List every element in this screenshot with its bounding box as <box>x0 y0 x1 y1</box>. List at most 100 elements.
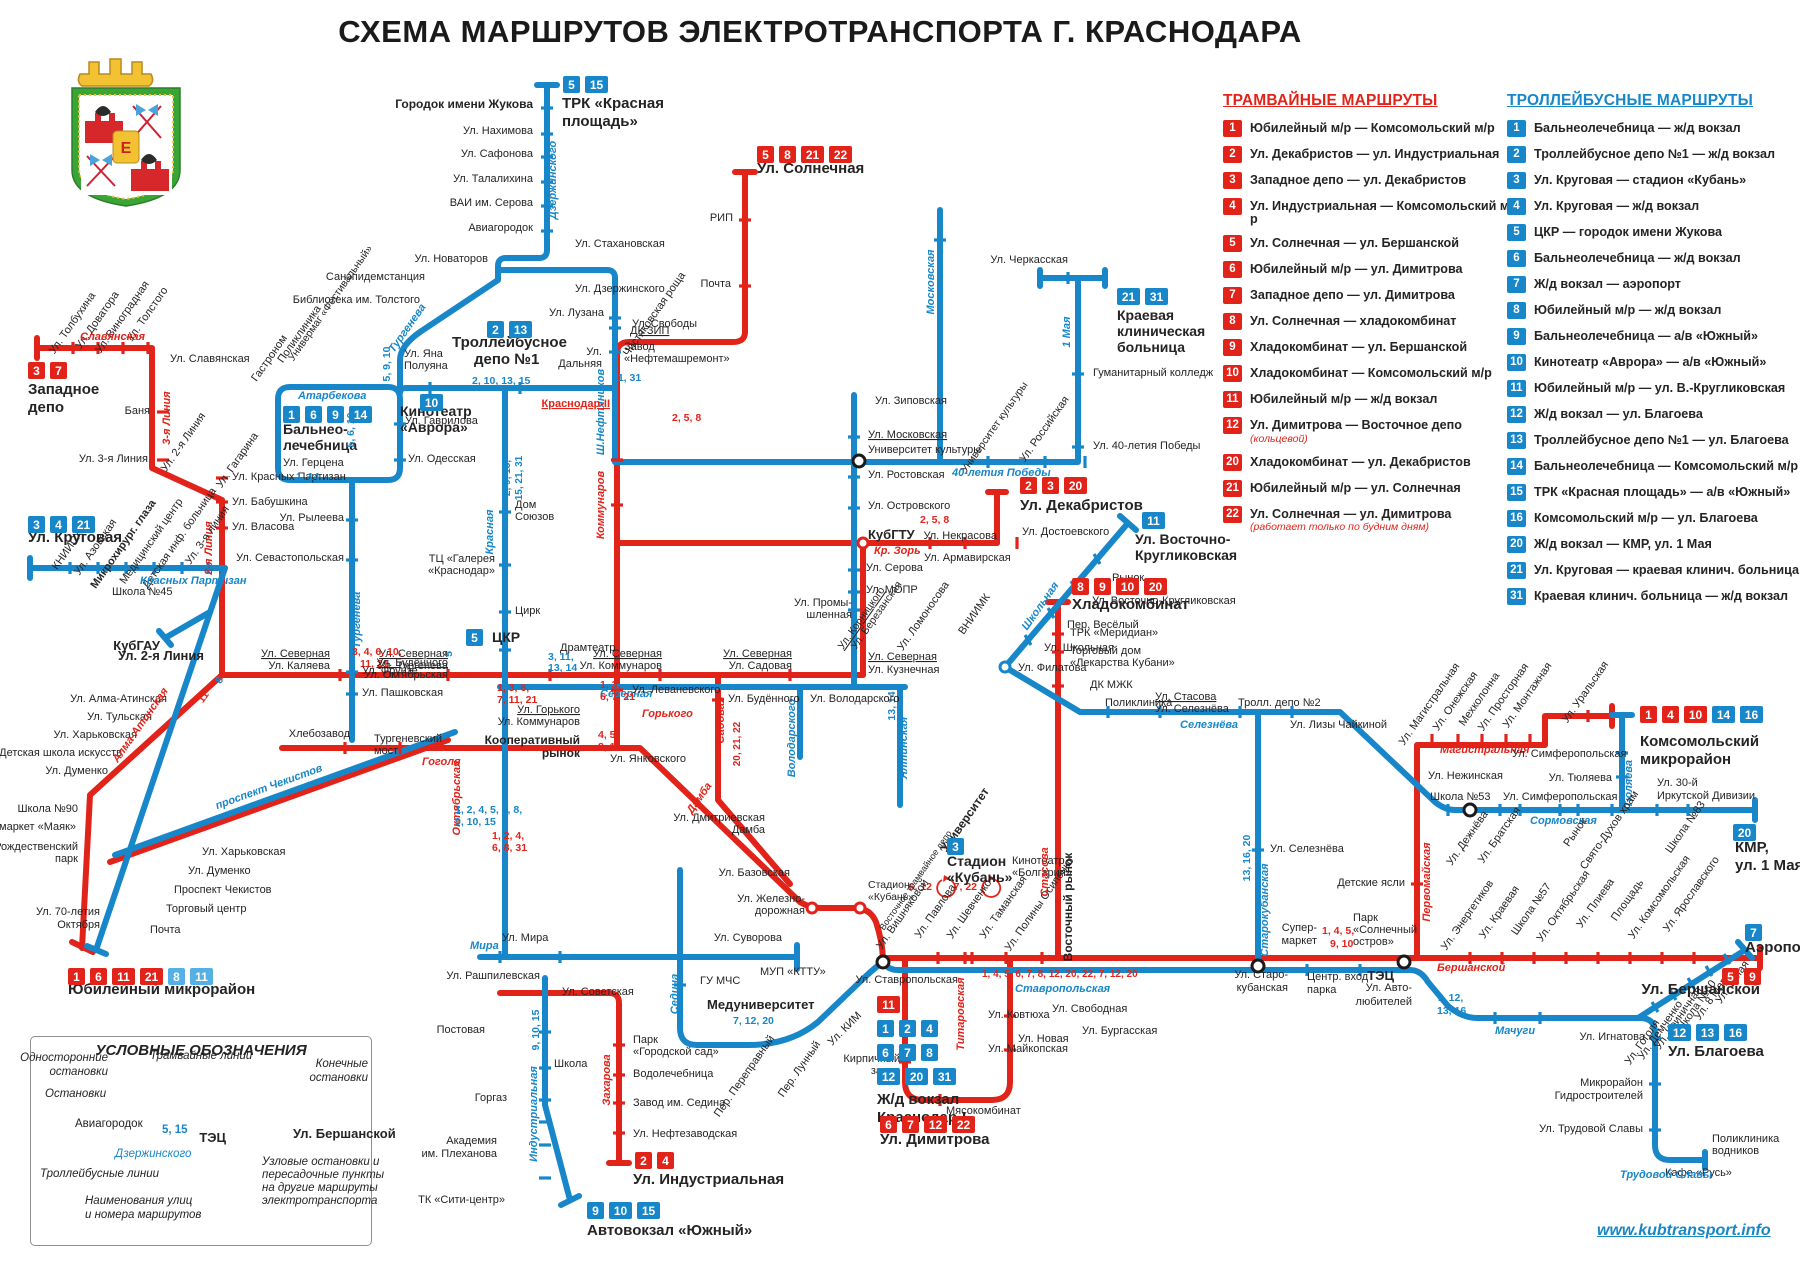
legend-label: электротранспорта <box>262 1195 378 1207</box>
terminal-name-label: 1, 14 <box>296 471 320 483</box>
terminal-name-label: Юбилейный микрорайон <box>68 981 255 998</box>
stop-name-label: Ул. 40-летия Победы <box>1093 440 1201 452</box>
stop-name-label: Ул. Новаторов <box>414 253 488 265</box>
stop-tick <box>1023 634 1033 646</box>
route-description: Юбилейный м/р — ж/д вокзал <box>1534 303 1722 317</box>
terminal-name-label: 9, 10, 15 <box>455 816 496 828</box>
route-number-badge: 12 <box>1223 417 1242 435</box>
stop-name-label: Ул. Янковского <box>610 753 686 765</box>
stop-tick <box>1668 989 1678 1001</box>
terminal-name-label: 1, 2, 4, 5, 6, 8, <box>455 804 522 816</box>
website-link[interactable]: www.kubtransport.info <box>1597 1222 1771 1239</box>
terminal-name-label: депо №1 <box>474 351 539 368</box>
route-badge <box>1722 968 1739 985</box>
route-badge-number: 20 <box>1149 580 1163 594</box>
route-badge <box>947 838 964 855</box>
tram-line-chekistov <box>107 737 451 865</box>
stop-name-label: «Кубань» <box>868 891 914 903</box>
route-badge <box>1042 477 1059 494</box>
route-badge <box>466 629 483 646</box>
legend-label: Троллейбусные линии <box>40 1168 160 1180</box>
route-badge-number: 1 <box>882 1022 889 1036</box>
route-badge <box>1072 578 1089 595</box>
tram-terminal-yubileyny <box>69 939 96 955</box>
street-name-label: Дзержинского <box>547 141 559 221</box>
route-number-badge: 5 <box>1223 235 1242 253</box>
stop-name-label: Ул. Достоевского <box>1022 526 1109 538</box>
terminal-name-label: Медуниверситет <box>707 997 815 1012</box>
street-name-label: Тюляева <box>1623 760 1635 808</box>
route-badge-number: 1 <box>73 970 80 984</box>
stop-name-label: Ул. Садовая <box>729 660 792 672</box>
route-badge <box>509 321 532 338</box>
route-description: Троллейбусное депо №1 — ж/д вокзал <box>1534 147 1775 161</box>
stop-name-label: Центр. вход <box>1307 971 1369 983</box>
legend-label: 5, 15 <box>162 1124 188 1136</box>
stop-name-label: парк <box>55 853 78 865</box>
terminal-name-label: Краснодар-II <box>542 398 610 410</box>
route-badge-number: 16 <box>1745 708 1759 722</box>
stop-name-label: Ул. Красных Партизан <box>232 471 346 483</box>
route-badge-number: 21 <box>806 148 820 162</box>
stop-name-label: «Нефтемашремонт» <box>624 353 730 365</box>
stop-name-label: Ул. Трудовой Славы <box>1539 1123 1643 1135</box>
terminal-name-label: Троллейбусное <box>452 334 567 351</box>
route-number-badge: 12 <box>1507 406 1526 423</box>
route-description: Хладокомбинат — ул. Бершанской <box>1250 340 1468 355</box>
route-badge <box>933 1068 956 1085</box>
terminal-name-label: больница <box>1117 339 1185 355</box>
route-badge-number: 11 <box>117 970 130 984</box>
route-badge-number: 3 <box>1047 479 1054 493</box>
junction-marker <box>998 660 1012 674</box>
route-badge-number: 10 <box>1689 708 1703 722</box>
route-badge-number: 31 <box>938 1070 952 1084</box>
route-badge-number: 5 <box>471 631 478 645</box>
street-name-label: Северная <box>600 688 653 700</box>
route-badge-number: 12 <box>882 1070 896 1084</box>
route-description: Ул. Индустриальная — Комсомольский м/р <box>1250 199 1513 227</box>
stop-name-label: Ул. <box>586 346 602 358</box>
stop-name-label: Кафе «Русь» <box>1665 1167 1732 1179</box>
terminal-name-label: ул. 1 Мая <box>1735 857 1800 874</box>
stop-name-label: Дамба <box>732 824 766 836</box>
stop-name-label: Ул. Октябрьская <box>1535 868 1593 944</box>
route-number-badge: 9 <box>1223 339 1242 357</box>
stop-name-label: Ул. Рашпилевская <box>446 970 540 982</box>
stop-name-label: Санэпидемстанция <box>326 271 425 283</box>
route-number-badge: 20 <box>1507 536 1526 553</box>
route-badge-number: 10 <box>425 396 439 410</box>
stop-name-label: Ул. Советская <box>562 986 634 998</box>
route-badge <box>1668 1024 1691 1041</box>
tram-line-zaharova <box>497 990 622 1166</box>
terminal-name-label: Стадион <box>947 853 1006 869</box>
terminal-name-label: 13, 14 <box>548 662 577 674</box>
coat-of-arms: Е <box>71 58 181 207</box>
stop-name-label: мост <box>374 745 398 757</box>
stop-name-label: Ул. Стасова <box>1155 691 1217 703</box>
transfer-hub-marker <box>1250 958 1266 974</box>
street-name-label: 40-летия Победы <box>951 467 1051 479</box>
route-badge-number: 2 <box>1025 479 1032 493</box>
terminal-name-label: 6, 8, 31 <box>492 842 527 854</box>
route-badge-number: 10 <box>614 1204 628 1218</box>
stop-name-label: Ул. Игнатова <box>1579 1031 1645 1043</box>
route-badge-number: 7 <box>55 364 62 378</box>
route-number-badge: 6 <box>1223 261 1242 279</box>
trolleybus-line-mira <box>477 942 800 972</box>
junction-marker <box>805 901 819 915</box>
stop-name-label: Ул. Одесская <box>408 453 476 465</box>
route-badge <box>50 362 67 379</box>
